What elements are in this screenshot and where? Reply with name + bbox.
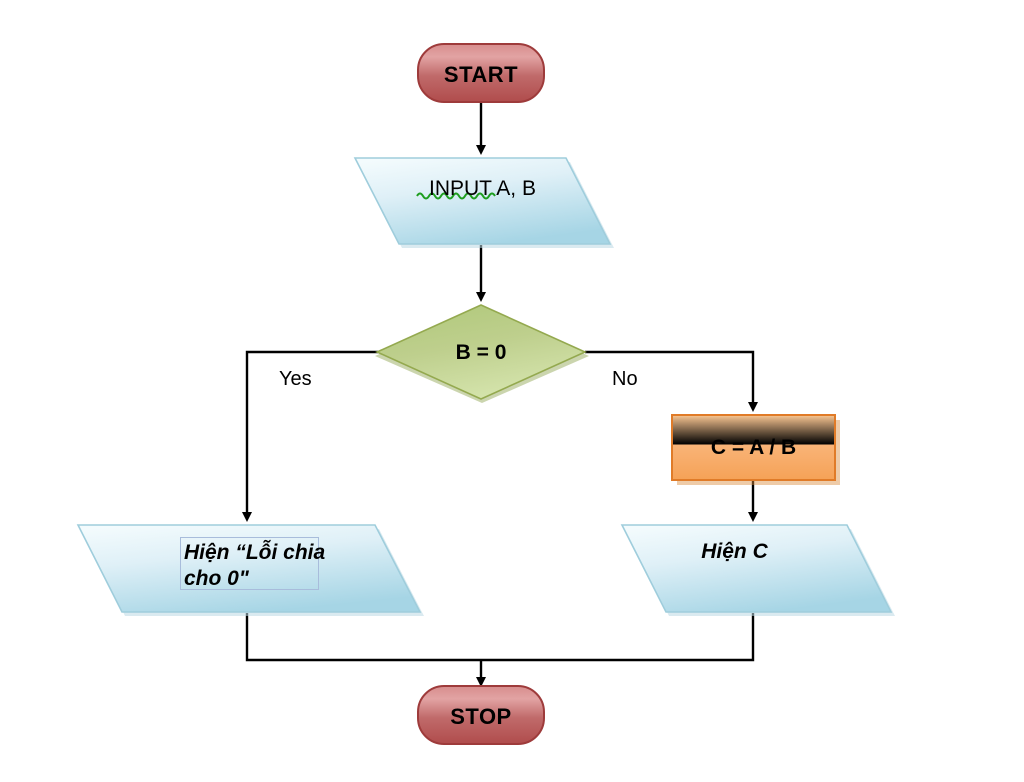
node-output-result[interactable] bbox=[620, 524, 895, 616]
connector-group bbox=[242, 102, 758, 687]
connector-error-to-junction bbox=[245, 613, 481, 662]
connector-result-to-junction bbox=[481, 613, 755, 662]
node-decision[interactable] bbox=[375, 304, 589, 403]
spellcheck-squiggle-icon bbox=[416, 192, 496, 200]
output-error-textbox-frame bbox=[180, 537, 319, 590]
node-process[interactable] bbox=[671, 414, 840, 485]
stop-terminator-shape[interactable] bbox=[417, 685, 545, 745]
node-input[interactable] bbox=[353, 157, 614, 248]
connector-decision-yes bbox=[242, 350, 378, 522]
decision-diamond-shape[interactable] bbox=[375, 304, 587, 400]
node-start[interactable] bbox=[417, 43, 545, 103]
input-parallelogram-shape[interactable] bbox=[353, 157, 612, 245]
node-output-error[interactable] bbox=[76, 524, 424, 616]
process-rectangle-shape[interactable] bbox=[671, 414, 836, 481]
start-terminator-shape[interactable] bbox=[417, 43, 545, 103]
output-result-parallelogram-shape[interactable] bbox=[620, 524, 893, 613]
connector-decision-no bbox=[585, 350, 758, 412]
output-error-parallelogram-shape[interactable] bbox=[76, 524, 422, 613]
node-stop[interactable] bbox=[417, 685, 545, 745]
